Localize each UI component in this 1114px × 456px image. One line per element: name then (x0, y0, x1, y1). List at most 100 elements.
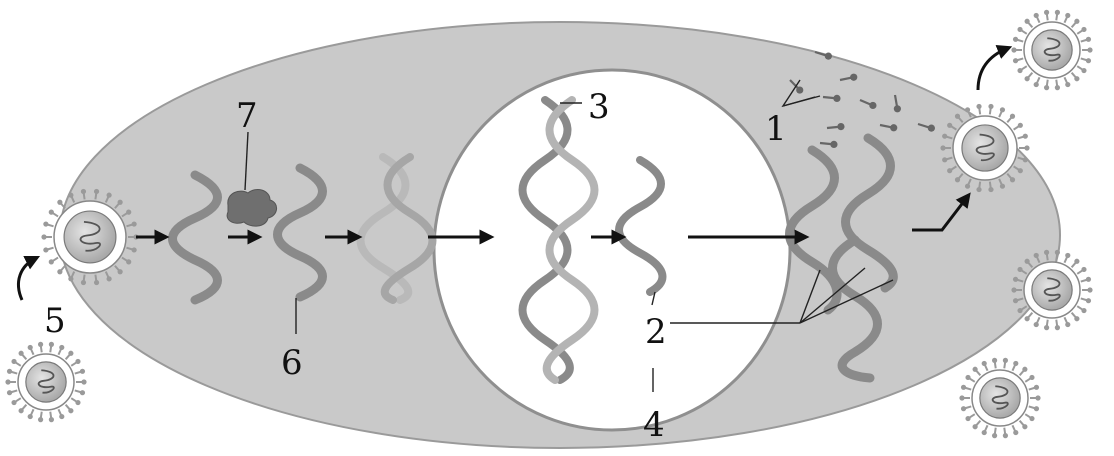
virus-spike-tip (1065, 81, 1071, 88)
virus-spike-tip (1024, 145, 1030, 151)
virus-spike (978, 181, 982, 188)
virus-spike-tip (131, 247, 137, 253)
virus-spike (1036, 256, 1041, 264)
virus-spike (958, 117, 964, 123)
virus-spike (1027, 22, 1034, 28)
virus-spike-tip (68, 192, 74, 198)
virus-spike (975, 370, 982, 376)
virus-spike-tip (965, 415, 971, 422)
virus-spike (47, 223, 54, 228)
virus-spike (47, 246, 54, 251)
virus-spike-tip (940, 145, 946, 151)
virus-spike (74, 370, 81, 375)
virus-spike-tip (59, 344, 65, 351)
virus-spike (967, 111, 972, 118)
virus-spike (1063, 76, 1068, 84)
virus-spike (1076, 269, 1083, 275)
virus-spike (1076, 29, 1083, 35)
virus-spike-tip (981, 429, 987, 436)
virus-spike (1006, 117, 1012, 123)
virus-spike (946, 156, 953, 161)
protein-head (833, 94, 841, 102)
virus-spike-tip (942, 133, 948, 139)
virus-spike-tip (106, 192, 112, 198)
entering-virus (41, 188, 139, 286)
virus-spike-tip (947, 122, 953, 128)
virus-spike (1013, 165, 1020, 171)
virus-spike-tip (972, 424, 978, 430)
virus-spike-tip (1017, 307, 1023, 314)
virus-spike (1063, 316, 1068, 324)
virus-spike-tip (126, 209, 132, 215)
virus-spike (1006, 173, 1012, 179)
virus-spike-tip (999, 183, 1006, 189)
virus-spike (984, 364, 989, 372)
virus-spike (1021, 29, 1028, 35)
virus-capsid (961, 124, 1009, 172)
virus-spike-tip (1024, 316, 1030, 322)
label-2: 2 (645, 312, 667, 352)
label-4: 4 (643, 405, 665, 445)
virus-spike-tip (1085, 58, 1092, 64)
virus-genome-coil (1043, 277, 1061, 302)
virus-spike (1017, 57, 1024, 62)
virus-spike-tip (131, 221, 137, 227)
virus-spike (1021, 269, 1028, 275)
virus-spike-tip (1081, 266, 1087, 273)
virus-spike-tip (37, 341, 44, 347)
virus-spike (57, 408, 62, 416)
virus-spike-tip (954, 113, 961, 119)
process-arrows (17, 44, 1013, 301)
virus-spike (1080, 57, 1087, 62)
virus-spike-tip (1043, 9, 1050, 15)
virus-spike (1045, 319, 1049, 326)
virus-spike-tip (68, 350, 74, 356)
virus-spike (969, 377, 976, 383)
virus-spike (126, 223, 133, 228)
virus-spike (104, 271, 110, 278)
protein-head (869, 101, 877, 110)
virus-spike-tip (1065, 12, 1071, 19)
arrow-release (976, 44, 1013, 91)
arrow-to-bud (912, 192, 971, 232)
virus-spike (70, 397, 77, 403)
virus-spike (11, 370, 18, 375)
virus-spike-tip (48, 209, 54, 215)
virus-spike-tip (57, 269, 63, 275)
virus-spike (1070, 22, 1077, 28)
virus-spike-tip (48, 417, 55, 423)
virus-spike (1017, 156, 1024, 161)
virus-spike-tip (27, 344, 33, 351)
virus-spike-tip (991, 433, 998, 439)
virus-spike (15, 361, 22, 367)
virus-spike-tip (1074, 76, 1080, 82)
virus-capsid (25, 361, 67, 403)
virus-spike (1027, 312, 1034, 318)
virus-spike-tip (976, 103, 982, 110)
virus-spike-tip (999, 107, 1006, 113)
virus-spike (1045, 254, 1049, 261)
virus-spike (1003, 427, 1007, 434)
virus-spike (60, 203, 66, 209)
virus-spike-tip (942, 157, 948, 163)
label-6: 6 (281, 343, 303, 383)
label-1: 1 (765, 109, 787, 149)
virus-spike (121, 212, 128, 218)
virus-spike-tip (976, 186, 982, 193)
virus-spike (965, 405, 972, 410)
virus-spike-tip (18, 350, 24, 356)
virus-spike (64, 404, 71, 410)
virus-spike (1036, 76, 1041, 84)
virus-spike (978, 108, 982, 115)
virus-spike-tip (1024, 18, 1030, 24)
virus-spike-tip (5, 379, 11, 385)
virus-spike-tip (1024, 258, 1030, 264)
protein-molecules (789, 50, 935, 148)
virus-spike (958, 173, 964, 179)
virus-spike-tip (1074, 258, 1080, 264)
virus-spike (49, 346, 53, 353)
virus-spike-tip (991, 357, 998, 363)
virus-spike-tip (1035, 395, 1041, 401)
virus-spike-tip (1033, 406, 1040, 412)
